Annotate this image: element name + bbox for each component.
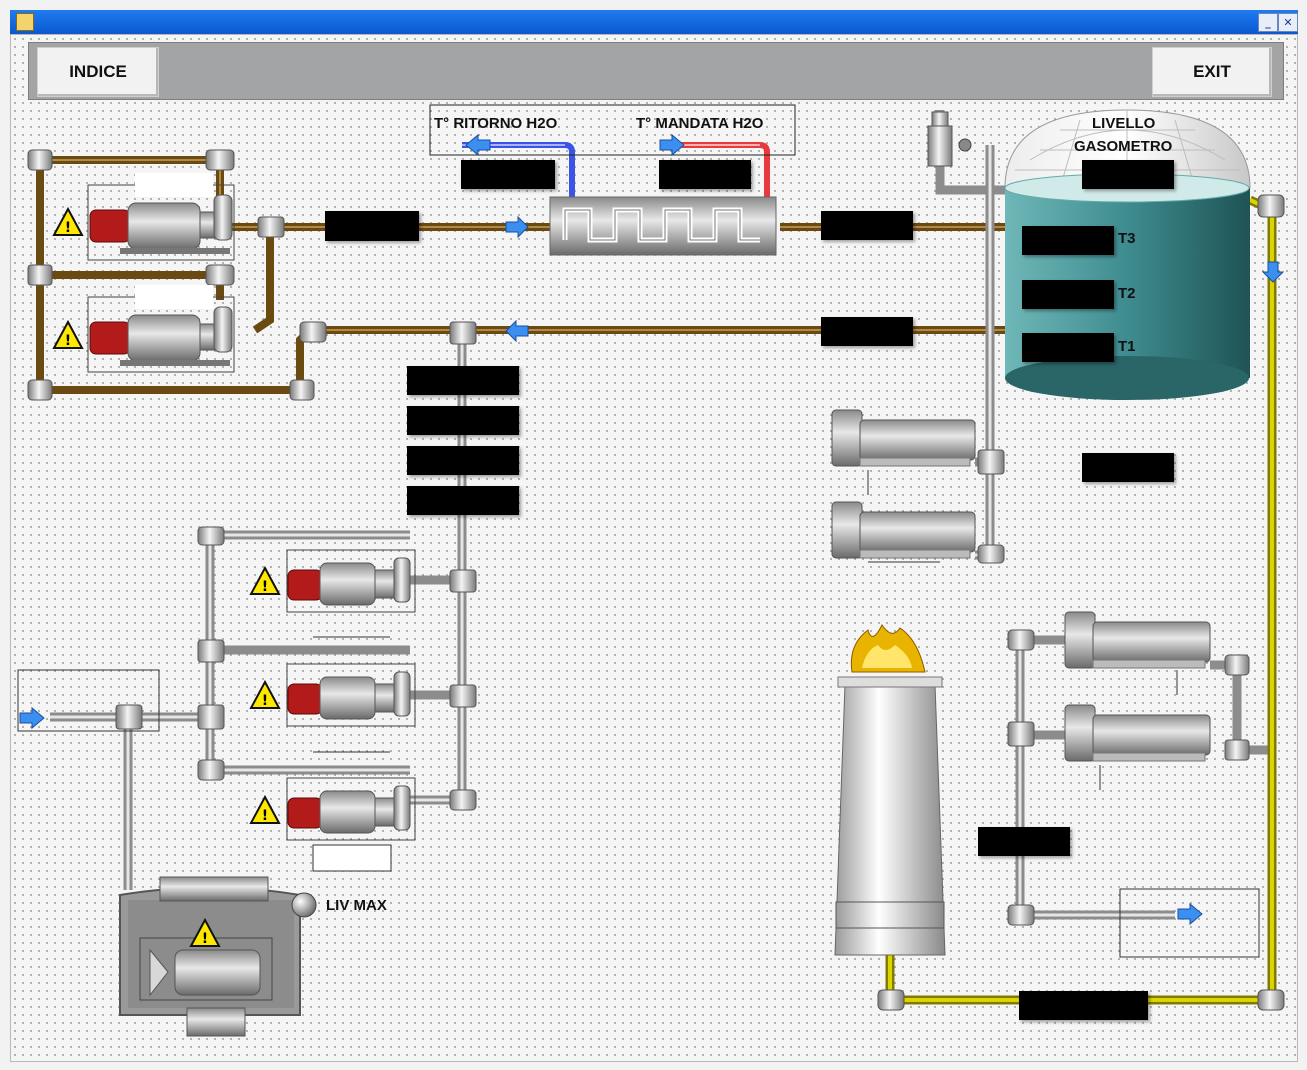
leader-lines <box>867 470 1178 790</box>
toolbar <box>28 42 1284 100</box>
close-button[interactable]: ✕ <box>1278 13 1298 32</box>
warning-icon: ! <box>52 319 84 349</box>
tank-temp-t3-display <box>1022 226 1114 255</box>
feed-pump-1[interactable] <box>286 549 416 613</box>
svg-text:!: ! <box>202 931 208 947</box>
tank-temp-t2-label: T2 <box>1118 285 1136 302</box>
tank-temp-t2-display <box>1022 280 1114 309</box>
flame-icon <box>850 624 926 673</box>
flare-stack <box>834 676 946 956</box>
digester-tank <box>119 876 301 1037</box>
max-level-label: LIV MAX <box>326 897 387 914</box>
biogas-flow-display <box>1019 991 1148 1020</box>
process-value-display-1 <box>407 366 519 395</box>
feed-pump-3[interactable] <box>286 777 416 841</box>
pump-2-tag <box>135 285 213 309</box>
process-value-display-4 <box>407 486 519 515</box>
tank-temp-t1-label: T1 <box>1118 338 1136 355</box>
recirculation-display <box>821 317 913 346</box>
gasometer-level-label-2: GASOMETRO <box>1074 138 1173 155</box>
title-bar: _ ✕ <box>10 10 1298 34</box>
warning-icon: ! <box>189 917 221 947</box>
gas-blower-3[interactable] <box>1064 611 1211 669</box>
svg-text:!: ! <box>262 579 268 595</box>
sludge-pump-2[interactable] <box>87 296 235 373</box>
app-icon <box>16 13 34 31</box>
gas-flow-display <box>978 827 1070 856</box>
warning-icon: ! <box>249 565 281 595</box>
supply-temp-display <box>659 160 751 189</box>
gas-blower-2[interactable] <box>831 501 976 559</box>
svg-text:!: ! <box>65 220 71 236</box>
temperature-panel-frame <box>429 104 796 156</box>
process-value-display-3 <box>407 446 519 475</box>
gasometer-level-display <box>1082 160 1174 189</box>
sludge-flow-display <box>325 211 419 241</box>
gasometer-level-label-1: LIVELLO <box>1092 115 1156 132</box>
tank-temp-t3-label: T3 <box>1118 230 1136 247</box>
return-temperature-label: T° RITORNO H2O <box>434 115 558 132</box>
heat-exchanger <box>462 142 777 256</box>
blower-status-display <box>1082 453 1174 482</box>
level-lamp-icon <box>291 892 317 918</box>
tank-temp-t1-display <box>1022 333 1114 362</box>
warning-icon: ! <box>249 679 281 709</box>
warning-icon: ! <box>52 206 84 236</box>
feed-pump-2[interactable] <box>286 663 416 727</box>
heated-sludge-display <box>821 211 913 240</box>
svg-text:!: ! <box>262 693 268 709</box>
supply-temperature-label: T° MANDATA H2O <box>636 115 764 132</box>
flow-arrow-icon <box>19 133 1285 926</box>
exit-button[interactable]: EXIT <box>1152 47 1272 97</box>
gate-valve-icon <box>927 111 972 167</box>
minimize-button[interactable]: _ <box>1258 13 1278 32</box>
pump-1-tag <box>135 173 213 197</box>
process-value-display-2 <box>407 406 519 435</box>
svg-text:!: ! <box>65 333 71 349</box>
warning-icon: ! <box>249 794 281 824</box>
index-button[interactable]: INDICE <box>37 47 159 97</box>
outlet-frame <box>1119 888 1260 958</box>
gas-blower-1[interactable] <box>831 409 976 467</box>
gas-blower-4[interactable] <box>1064 704 1211 762</box>
pump-tag-lines <box>312 636 392 872</box>
inlet-frame <box>17 669 160 732</box>
pipe-fittings <box>27 149 1285 1011</box>
return-temp-display <box>461 160 555 189</box>
svg-text:!: ! <box>262 808 268 824</box>
